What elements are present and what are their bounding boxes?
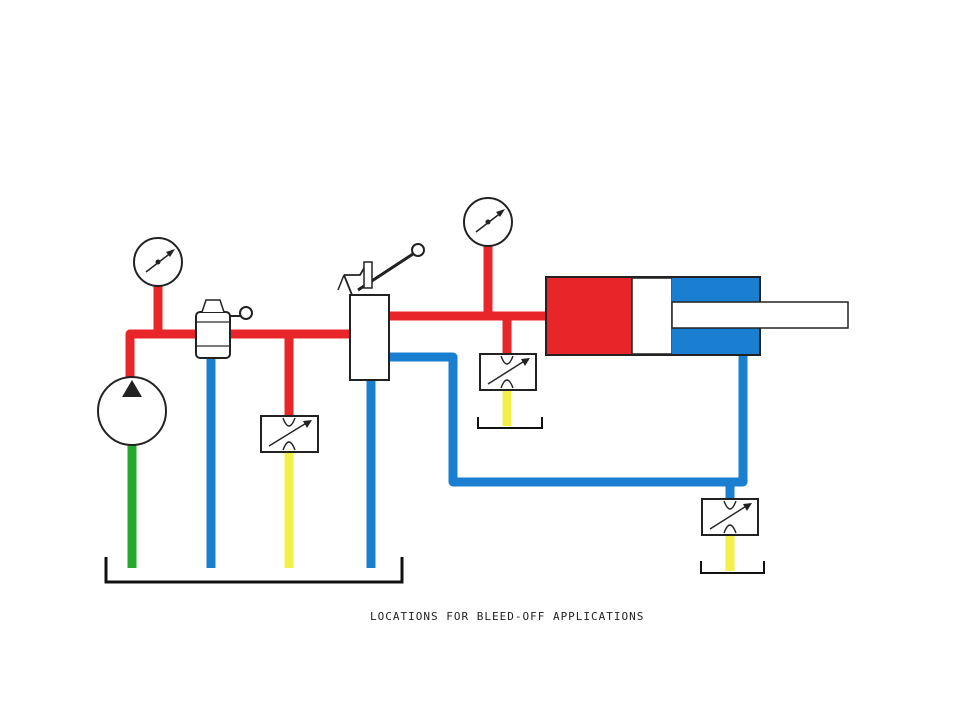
rod-end-line: [389, 352, 748, 487]
directional-valve-icon: [337, 243, 425, 381]
pressure-gauge-icon-right: [463, 197, 513, 247]
diagram-caption: LOCATIONS FOR BLEED-OFF APPLICATIONS: [370, 610, 645, 623]
main-reservoir: [104, 557, 404, 584]
hydraulic-cylinder-icon: [545, 276, 849, 356]
pump-icon: [97, 376, 167, 446]
flow-control-valve-icon-left: [260, 415, 319, 453]
pressure-gauge-icon-left: [133, 237, 183, 287]
center-reservoir: [477, 417, 543, 429]
flow-control-valve-icon-right: [701, 498, 759, 536]
pump-pressure-line: [125, 329, 350, 380]
relief-valve-icon: [195, 299, 253, 359]
right-reservoir: [700, 561, 765, 574]
flow-control-valve-icon-center: [479, 353, 537, 391]
